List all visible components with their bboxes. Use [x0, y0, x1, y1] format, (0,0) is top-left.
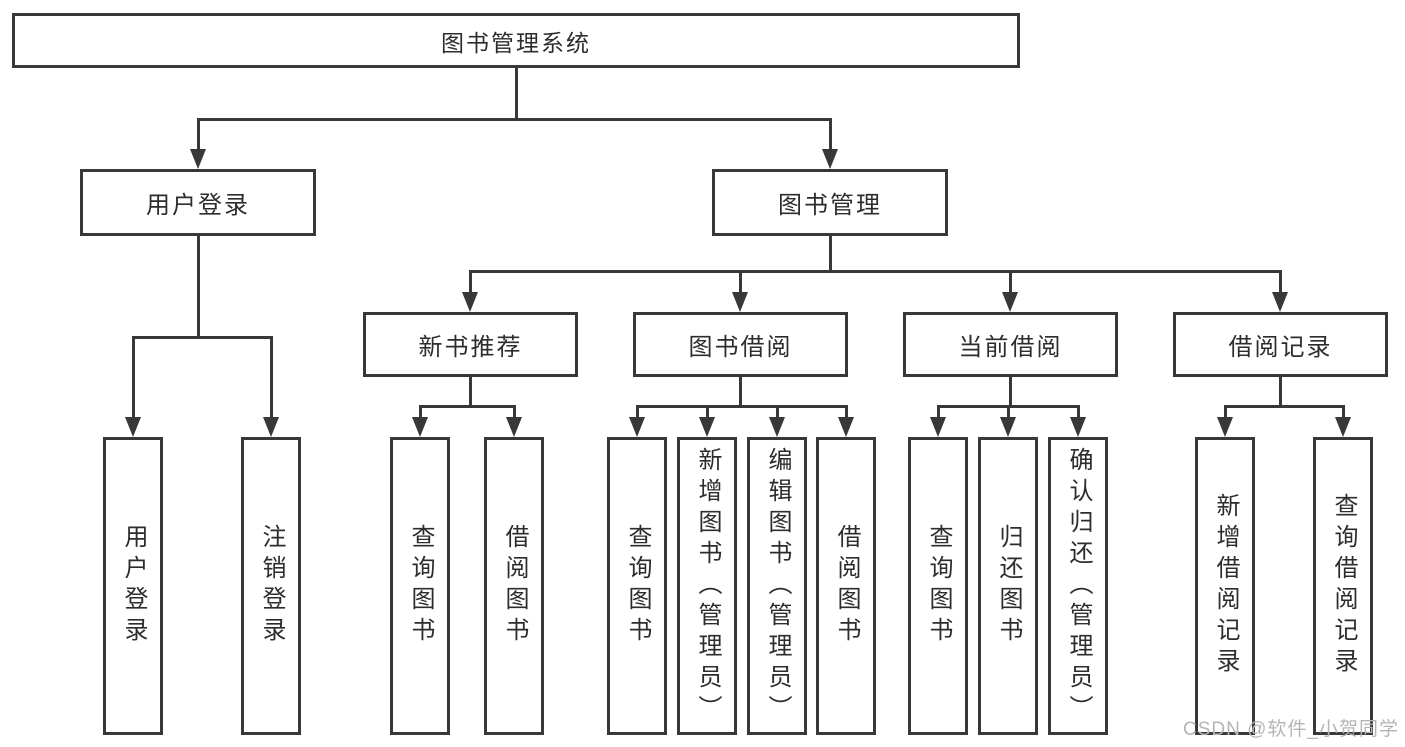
node-book-management-branch: 图书管理	[712, 169, 948, 236]
connector-line	[515, 68, 518, 118]
leaf-add-borrow-record: 新增借阅记录	[1195, 437, 1255, 735]
connector-line	[469, 377, 472, 405]
connector-line	[829, 118, 832, 150]
arrow-down-icon	[838, 417, 854, 437]
csdn-watermark: CSDN @软件_小贺同学	[1183, 719, 1399, 740]
leaf-edit-books-admin: 编辑图书（管理员）	[747, 437, 807, 735]
arrow-down-icon	[1070, 417, 1086, 437]
connector-line	[1077, 405, 1080, 419]
arrow-down-icon	[930, 417, 946, 437]
arrow-down-icon	[506, 417, 522, 437]
leaf-label: 新增借阅记录	[1212, 493, 1239, 679]
node-current-borrowing: 当前借阅	[903, 312, 1118, 377]
node-label: 图书借阅	[688, 334, 793, 361]
leaf-borrow-books-recommend: 借阅图书	[484, 437, 544, 735]
arrow-down-icon	[412, 417, 428, 437]
connector-line	[937, 405, 940, 419]
connector-line	[1009, 270, 1012, 294]
connector-line	[636, 405, 848, 408]
connector-line	[197, 236, 200, 336]
leaf-label: 新增图书（管理员）	[694, 446, 721, 726]
leaf-label: 借阅图书	[501, 524, 528, 648]
arrow-down-icon	[263, 417, 279, 437]
leaf-query-books-borrowing: 查询图书	[607, 437, 667, 735]
node-borrowing-records: 借阅记录	[1173, 312, 1388, 377]
connector-line	[469, 270, 1282, 273]
arrow-down-icon	[190, 149, 206, 169]
node-library-management-system: 图书管理系统	[12, 13, 1020, 68]
connector-line	[132, 336, 135, 419]
leaf-query-borrow-record: 查询借阅记录	[1313, 437, 1373, 735]
arrow-down-icon	[699, 417, 715, 437]
connector-line	[1279, 270, 1282, 294]
connector-line	[1279, 377, 1282, 405]
arrow-down-icon	[769, 417, 785, 437]
node-label: 当前借阅	[958, 334, 1063, 361]
arrow-down-icon	[125, 417, 141, 437]
leaf-return-books: 归还图书	[978, 437, 1038, 735]
connector-line	[829, 236, 832, 270]
node-book-borrowing: 图书借阅	[633, 312, 848, 377]
leaf-confirm-return-admin: 确认归还（管理员）	[1048, 437, 1108, 735]
connector-line	[1009, 377, 1012, 405]
arrow-down-icon	[732, 292, 748, 312]
leaf-label: 借阅图书	[833, 524, 860, 648]
connector-line	[469, 270, 472, 294]
connector-line	[776, 405, 779, 419]
connector-line	[197, 118, 200, 150]
arrow-down-icon	[1272, 292, 1288, 312]
connector-line	[739, 377, 742, 405]
leaf-borrow-books: 借阅图书	[816, 437, 876, 735]
leaf-label: 查询借阅记录	[1330, 493, 1357, 679]
arrow-down-icon	[1335, 417, 1351, 437]
arrow-down-icon	[1000, 417, 1016, 437]
leaf-query-books-current: 查询图书	[908, 437, 968, 735]
connector-line	[270, 336, 273, 419]
arrow-down-icon	[1217, 417, 1233, 437]
connector-line	[845, 405, 848, 419]
node-label: 借阅记录	[1228, 334, 1333, 361]
leaf-label: 查询图书	[925, 524, 952, 648]
leaf-label: 确认归还（管理员）	[1065, 446, 1092, 726]
connector-line	[1342, 405, 1345, 419]
connector-line	[197, 118, 832, 121]
node-label: 图书管理	[778, 192, 882, 219]
connector-line	[706, 405, 709, 419]
leaf-add-books-admin: 新增图书（管理员）	[677, 437, 737, 735]
arrow-down-icon	[822, 149, 838, 169]
connector-line	[739, 270, 742, 294]
arrow-down-icon	[462, 292, 478, 312]
leaf-label: 注销登录	[258, 524, 285, 648]
leaf-logout: 注销登录	[241, 437, 301, 735]
leaf-user-login: 用户登录	[103, 437, 163, 735]
node-new-book-recommend: 新书推荐	[363, 312, 578, 377]
connector-line	[513, 405, 516, 419]
leaf-label: 查询图书	[624, 524, 651, 648]
leaf-query-books-recommend: 查询图书	[390, 437, 450, 735]
connector-line	[1224, 405, 1227, 419]
leaf-label: 用户登录	[120, 524, 147, 648]
connector-line	[419, 405, 516, 408]
connector-line	[636, 405, 639, 419]
node-label: 图书管理系统	[441, 29, 591, 56]
arrow-down-icon	[1002, 292, 1018, 312]
leaf-label: 查询图书	[407, 524, 434, 648]
node-label: 新书推荐	[418, 334, 523, 361]
connector-line	[1007, 405, 1010, 419]
connector-line	[419, 405, 422, 419]
node-user-login-branch: 用户登录	[80, 169, 316, 236]
arrow-down-icon	[629, 417, 645, 437]
connector-line	[1224, 405, 1345, 408]
leaf-label: 归还图书	[995, 524, 1022, 648]
leaf-label: 编辑图书（管理员）	[764, 446, 791, 726]
node-label: 用户登录	[146, 192, 250, 219]
connector-line	[132, 336, 273, 339]
